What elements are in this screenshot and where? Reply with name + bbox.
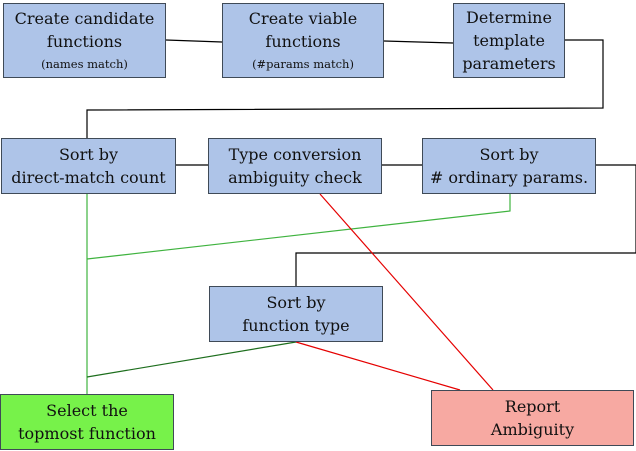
sort-by-function-type-box: Sort by function type <box>209 286 383 342</box>
box-text-line: functions <box>265 32 341 51</box>
connector-sort-function-to-select <box>86 341 297 378</box>
box-text-line: Select the <box>46 401 128 420</box>
box-text-line: parameters <box>462 54 556 73</box>
connector-determine-to-sort-direct <box>86 39 604 138</box>
connector-sort-ordinary-to-select <box>86 194 511 260</box>
box-text-line: template <box>473 31 545 50</box>
box-text-line: function type <box>242 316 350 335</box>
box-text-line: Determine <box>466 8 552 27</box>
box-text-line: topmost function <box>18 424 156 443</box>
box-text-line: ambiguity check <box>228 168 362 187</box>
connector-sort-function-to-report <box>295 341 461 391</box>
box-note: (#params match) <box>252 57 354 71</box>
box-text-line: Sort by <box>479 145 539 164</box>
connector-viable-to-determine <box>383 40 454 44</box>
box-text-line: Create candidate <box>14 9 155 28</box>
box-text-line: # ordinary params. <box>429 168 589 187</box>
box-text-line: Type conversion <box>228 145 362 164</box>
create-candidate-functions-box: Create candidate functions (names match) <box>3 3 166 78</box>
box-text-line: functions <box>46 32 123 51</box>
box-note: (names match) <box>41 57 128 71</box>
box-text-line: Sort by <box>58 145 119 164</box>
connector-sort-ordinary-to-sort-function <box>295 164 636 286</box>
sort-by-direct-match-count-box: Sort by direct-match count <box>1 138 176 194</box>
box-text-line: Report <box>504 397 561 416</box>
box-text-line: Sort by <box>266 293 326 312</box>
connector-candidate-to-viable <box>165 39 223 43</box>
connector-type-conv-to-report <box>319 193 494 391</box>
determine-template-parameters-box: Determine template parameters <box>453 3 565 78</box>
box-text-line: direct-match count <box>11 168 166 187</box>
select-topmost-function-box: Select the topmost function <box>0 394 174 450</box>
type-conversion-ambiguity-check-box: Type conversion ambiguity check <box>208 138 382 194</box>
create-viable-functions-box: Create viable functions (#params match) <box>222 3 384 78</box>
sort-by-ordinary-params-box: Sort by # ordinary params. <box>422 138 596 194</box>
box-text-line: Ambiguity <box>490 420 575 439</box>
box-text-line: Create viable <box>248 9 358 28</box>
report-ambiguity-box: Report Ambiguity <box>431 390 634 446</box>
